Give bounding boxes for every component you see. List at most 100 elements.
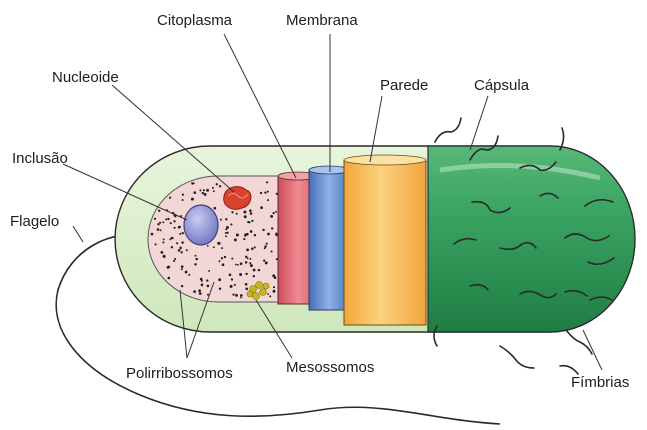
ribosome-dot: [198, 289, 201, 292]
ribosome-dot: [188, 274, 190, 276]
ribosome-dot: [157, 228, 160, 231]
ribosome-dot: [181, 265, 184, 268]
ribosome-dot: [160, 229, 162, 231]
ribosome-dot: [213, 246, 215, 248]
ribosome-dot: [191, 198, 194, 201]
ribosome-dot: [272, 274, 275, 277]
label-membrana: Membrana: [286, 12, 358, 29]
ribosome-dot: [250, 264, 253, 267]
ribosome-dot: [151, 233, 154, 236]
ribosome-dot: [206, 279, 208, 281]
ribosome-dot: [270, 215, 273, 218]
ribosome-dot: [171, 246, 173, 248]
ribosome-dot: [231, 258, 233, 260]
ribosome-dot: [163, 255, 166, 258]
ribosome-dot: [194, 263, 196, 265]
ribosome-dot: [221, 247, 223, 249]
ribosome-dot: [251, 247, 254, 250]
ribosome-dot: [273, 290, 276, 293]
ribosome-dot: [179, 247, 182, 250]
ribosome-dot: [267, 191, 269, 193]
ribosome-dot: [226, 226, 229, 229]
ribosome-dot: [173, 260, 175, 262]
ribosome-dot: [225, 218, 227, 220]
ribosome-dot: [271, 227, 273, 229]
ribosome-dot: [235, 264, 237, 266]
ribosome-dot: [179, 233, 181, 235]
label-citoplasma: Citoplasma: [157, 12, 233, 29]
ribosome-dot: [260, 206, 263, 209]
ribosome-dot: [213, 190, 215, 192]
ribosome-dot: [244, 215, 247, 218]
ribosome-dot: [243, 211, 246, 214]
ribosome-dot: [181, 251, 183, 253]
ribosome-dot: [237, 264, 239, 266]
ribosome-dot: [224, 256, 226, 258]
ribosome-dot: [222, 263, 225, 266]
ribosome-dot: [221, 257, 223, 259]
label-fimbrias: Fímbrias: [571, 374, 629, 391]
ribosome-dot: [225, 232, 227, 234]
nucleoid: [224, 187, 251, 210]
ribosome-dot: [236, 213, 238, 215]
ribosome-dot: [245, 273, 247, 275]
ribosome-dot: [181, 285, 183, 287]
ribosome-dot: [167, 218, 169, 220]
ribosome-dot: [264, 191, 266, 193]
ribosome-dot: [199, 189, 201, 191]
inclusion: [184, 205, 218, 245]
ribosome-dot: [239, 273, 242, 276]
ribosome-dot: [174, 227, 176, 229]
ribosome-dot: [185, 271, 188, 274]
ribosome-dot: [182, 232, 184, 234]
ribosome-dot: [269, 295, 271, 297]
label-inclusao: Inclusão: [12, 150, 68, 167]
ribosome-dot: [212, 187, 214, 189]
ribosome-dot: [245, 283, 248, 286]
ribosome-dot: [240, 262, 243, 265]
ribosome-dot: [207, 245, 209, 247]
ribosome-dot: [155, 243, 157, 245]
ribosome-dot: [203, 189, 205, 191]
ribosome-dot: [271, 251, 273, 253]
ribosome-dot: [182, 199, 184, 201]
ribosome-dot: [207, 285, 210, 288]
ribosome-dot: [208, 270, 210, 272]
ribosome-dot: [240, 297, 242, 299]
ribosome-dot: [262, 229, 264, 231]
label-nucleoide: Nucleoide: [52, 69, 119, 86]
ribosome-dot: [263, 259, 265, 261]
ribosome-dot: [171, 237, 173, 239]
ribosome-dot: [154, 218, 156, 220]
ribosome-dot: [266, 243, 268, 245]
ribosome-dot: [265, 261, 268, 264]
ribosome-dot: [235, 294, 238, 297]
cytoplasm: [148, 176, 290, 302]
ribosome-dot: [168, 266, 171, 269]
ribosome-dot: [249, 258, 251, 260]
ribosome-dot: [157, 223, 159, 225]
ribosome-dot: [202, 192, 204, 194]
ribosome-dot: [234, 238, 237, 241]
ribosome-dot: [267, 293, 269, 295]
ribosome-dot: [267, 199, 269, 201]
ribosome-dot: [220, 219, 222, 221]
ribosome-dot: [236, 234, 239, 237]
label-polirribossomos: Polirribossomos: [126, 365, 233, 382]
ribosome-dot: [249, 209, 252, 212]
ribosome-dot: [219, 185, 221, 187]
ribosome-dot: [251, 220, 253, 222]
ribosome-dot: [178, 249, 181, 252]
ribosome-dot: [170, 222, 172, 224]
ribosome-dot: [218, 278, 221, 281]
ribosome-dot: [199, 292, 202, 295]
ribosome-dot: [191, 182, 193, 184]
ribosome-dot: [267, 233, 270, 236]
ribosome-dot: [254, 246, 256, 248]
ribosome-dot: [219, 260, 221, 262]
ribosome-dot: [168, 277, 171, 280]
ribosome-dot: [179, 226, 181, 228]
ribosome-dot: [159, 222, 161, 224]
ribosome-dot: [174, 258, 176, 260]
ribosome-dot: [230, 285, 233, 288]
